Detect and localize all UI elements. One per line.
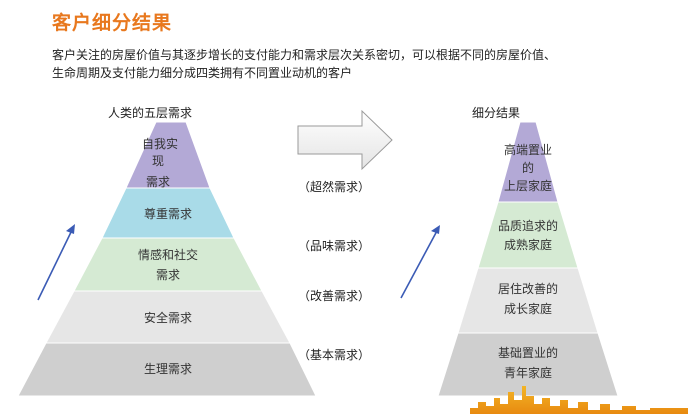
- left-tier-5-line-1: 生理需求: [144, 362, 192, 376]
- left-tier-physiological: [17, 342, 317, 397]
- right-tier-growing: [457, 267, 599, 334]
- right-tier-4-line-1: 基础置业的: [498, 345, 558, 360]
- right-tier-2-line-1: 品质追求的: [498, 218, 558, 233]
- right-tier-3-line-2: 成长家庭: [504, 301, 552, 316]
- description-line-1: 客户关注的房屋价值与其逐步增长的支付能力和需求层次关系密切，可以根据不同的房屋价…: [52, 48, 557, 62]
- right-tier-young: [437, 332, 619, 397]
- description-line-2: 生命周期及支付能力细分成四类拥有不同置业动机的客户: [52, 66, 353, 80]
- transition-arrow-icon: [297, 109, 393, 171]
- right-tier-3-line-1: 居住改善的: [498, 281, 558, 296]
- right-tier-1-line-3: 上层家庭: [504, 178, 552, 193]
- left-tier-3-line-1: 情感和社交: [138, 247, 198, 262]
- left-tier-social: [73, 237, 263, 292]
- left-tier-2-line-1: 尊重需求: [144, 206, 192, 221]
- right-tier-4-line-2: 青年家庭: [504, 365, 552, 380]
- label-basic-need: （基本需求）: [298, 348, 371, 362]
- label-transcendent-need: （超然需求）: [298, 180, 371, 194]
- skyline-decoration: [470, 386, 688, 414]
- right-tier-mature: [477, 201, 579, 269]
- left-tier-1-line-2: 现: [152, 154, 164, 168]
- right-growth-arrow: [400, 225, 440, 299]
- right-tier-1-line-1: 高端置业: [504, 142, 552, 157]
- left-tier-1-line-1: 自我实: [142, 136, 178, 151]
- label-improvement-need: （改善需求）: [298, 289, 371, 303]
- left-tier-4-line-1: 安全需求: [144, 310, 192, 325]
- left-pyramid: 自我实 现 需求 尊重需求 情感和社交 需求 安全需求 生理需求: [17, 121, 317, 397]
- left-pyramid-heading: 人类的五层需求: [108, 106, 193, 120]
- left-tier-3-line-2: 需求: [156, 268, 180, 282]
- right-pyramid: 高端置业 的 上层家庭 品质追求的 成熟家庭 居住改善的 成长家庭 基础置业的 …: [437, 121, 619, 397]
- right-tier-2-line-2: 成熟家庭: [504, 237, 552, 252]
- label-taste-need: （品味需求）: [298, 239, 371, 253]
- left-growth-arrow: [37, 224, 75, 301]
- left-tier-1-extra: 需求: [146, 175, 170, 189]
- page-title: 客户细分结果: [52, 12, 173, 34]
- right-tier-1-line-2: 的: [522, 160, 534, 175]
- right-pyramid-heading: 细分结果: [472, 106, 521, 120]
- description: 客户关注的房屋价值与其逐步增长的支付能力和需求层次关系密切，可以根据不同的房屋价…: [52, 46, 672, 82]
